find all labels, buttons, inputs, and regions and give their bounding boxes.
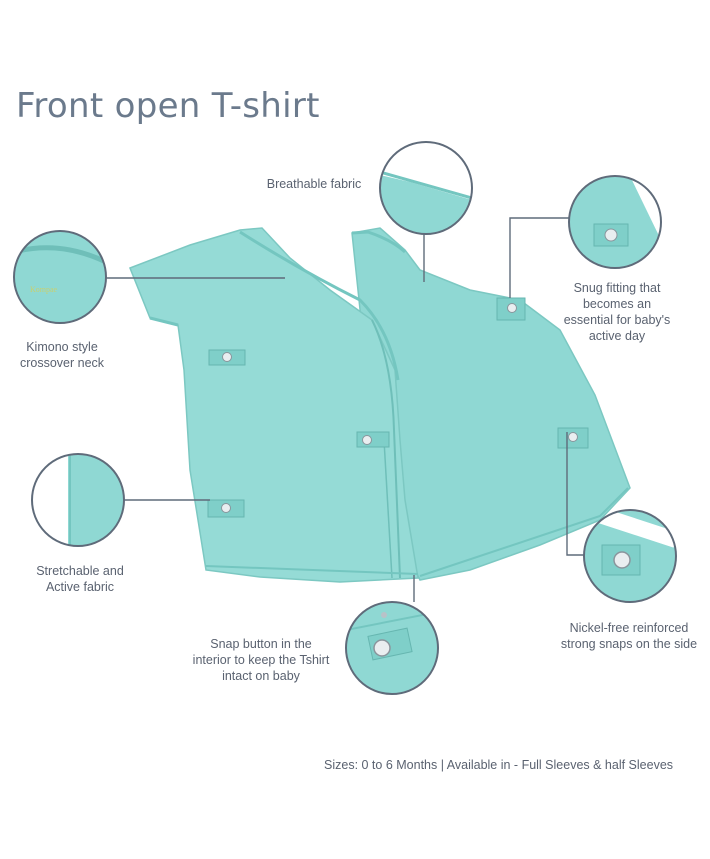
snap-tab: [356, 431, 390, 448]
tshirt-right-panel: [351, 227, 631, 581]
detail-circle-kimono: Kompae: [13, 230, 107, 324]
footer-sizes: Sizes: 0 to 6 Months | Available in - Fu…: [324, 758, 674, 772]
callout-lines: [106, 217, 585, 602]
snap-tab: [557, 427, 589, 449]
label-interior-snap: Snap button in the interior to keep the …: [192, 637, 330, 683]
detail-circle-stretchable: [31, 453, 125, 547]
label-breathable: Breathable fabric: [266, 177, 362, 191]
tshirt-image: [129, 227, 631, 583]
label-stretchable: Stretchable and Active fabric: [36, 564, 124, 594]
label-kimono: Kimono style crossover neck: [19, 340, 105, 370]
tshirt-left-panel: [129, 227, 419, 583]
snap-tab: [208, 349, 246, 366]
label-nickel-free: Nickel-free reinforced strong snaps on t…: [560, 621, 698, 651]
page-title: Front open T-shirt: [16, 86, 320, 126]
detail-circle-breathable: [379, 141, 473, 235]
detail-circle-interior-snap: [345, 601, 439, 695]
svg-text:Kompae: Kompae: [30, 285, 58, 294]
snap-tab: [207, 499, 245, 518]
label-snug: Snug fitting that becomes an essential f…: [563, 281, 671, 343]
detail-circle-snug: [568, 175, 662, 269]
snap-tab: [496, 297, 526, 321]
detail-circle-nickel-free: [583, 509, 677, 603]
